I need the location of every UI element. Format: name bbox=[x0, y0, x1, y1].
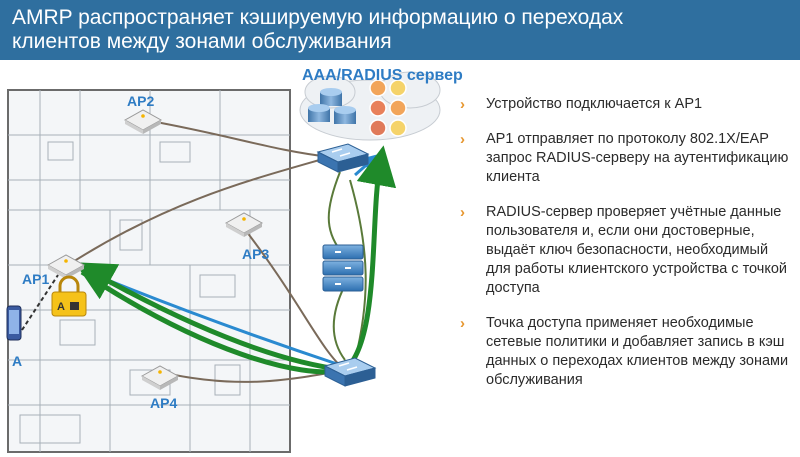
chevron-right-icon: › bbox=[460, 131, 465, 148]
core-router-icon bbox=[335, 251, 351, 285]
auth-path-return-arrow bbox=[74, 262, 346, 373]
access-point-ap4[interactable] bbox=[140, 365, 180, 390]
cable-ap1-switch bbox=[67, 156, 331, 266]
access-point-ap2[interactable] bbox=[123, 109, 163, 134]
ap-led-icon bbox=[141, 114, 145, 118]
switch-arrows-icon bbox=[331, 148, 351, 157]
title-bar: AMRP распространяет кэшируемую информаци… bbox=[0, 0, 800, 60]
access-point-ap3[interactable] bbox=[224, 212, 264, 237]
step-item: › Точка доступа применяет необходимые сет… bbox=[460, 314, 790, 390]
ap-led-icon bbox=[64, 259, 68, 263]
chevron-right-icon: › bbox=[460, 96, 465, 113]
user-avatars-icon bbox=[369, 79, 407, 137]
client-label: A bbox=[12, 353, 22, 369]
cables bbox=[67, 119, 367, 383]
switch-arrows-icon bbox=[338, 362, 358, 371]
lock-label: A bbox=[57, 301, 65, 313]
slide-title-line-2: клиентов между зонами обслуживания bbox=[12, 30, 392, 53]
ap-led-icon bbox=[242, 217, 246, 221]
step-text: AP1 отправляет по протоколу 802.1X/EAP з… bbox=[486, 131, 789, 185]
database-icon bbox=[308, 88, 356, 124]
network-diagram: AAA/RADIUS сервер AP2 AP3 AP1 AP4 A bbox=[6, 67, 463, 453]
phone-screen-icon bbox=[9, 310, 19, 334]
cable-core-top bbox=[327, 171, 341, 251]
switch-bottom[interactable] bbox=[323, 357, 377, 387]
radius-server-label: AAA/RADIUS сервер bbox=[302, 67, 463, 84]
ap-led-icon bbox=[158, 370, 162, 374]
chevron-right-icon: › bbox=[460, 315, 465, 332]
radius-server[interactable] bbox=[299, 71, 441, 141]
step-item: › AP1 отправляет по протоколу 802.1X/EAP … bbox=[460, 130, 790, 187]
step-text: RADIUS-сервер проверяет учётные данные п… bbox=[486, 204, 788, 296]
small-lock-icon bbox=[70, 302, 79, 310]
switch-top[interactable] bbox=[316, 143, 370, 173]
cable-core-bottom bbox=[332, 284, 346, 361]
steps-list: › Устройство подключается к AP1 › AP1 отпр… bbox=[460, 95, 790, 406]
step-item: › Устройство подключается к AP1 bbox=[460, 95, 790, 114]
floor-plan-outline bbox=[7, 89, 291, 453]
ap4-label: AP4 bbox=[150, 395, 177, 411]
ap1-label: AP1 bbox=[22, 271, 49, 287]
step-text: Точка доступа применяет необходимые сете… bbox=[486, 315, 789, 388]
ap2-label: AP2 bbox=[127, 93, 154, 109]
floor-plan bbox=[7, 89, 291, 453]
slide-title-line-1: AMRP распространяет кэшируемую информаци… bbox=[12, 6, 624, 29]
security-key-lock: A bbox=[51, 275, 87, 317]
cable-ap3-switch bbox=[239, 222, 346, 371]
client-phone[interactable] bbox=[6, 305, 22, 341]
chevron-right-icon: › bbox=[460, 204, 465, 221]
access-point-ap1[interactable] bbox=[46, 254, 86, 279]
step-item: › RADIUS-сервер проверяет учётные данные … bbox=[460, 203, 790, 298]
ap3-label: AP3 bbox=[242, 246, 269, 262]
switch-core[interactable] bbox=[322, 244, 364, 292]
padlock-icon bbox=[58, 275, 80, 292]
cable-ap2-switch bbox=[144, 119, 331, 158]
client-association-link bbox=[21, 274, 59, 331]
step-text: Устройство подключается к AP1 bbox=[486, 96, 703, 112]
